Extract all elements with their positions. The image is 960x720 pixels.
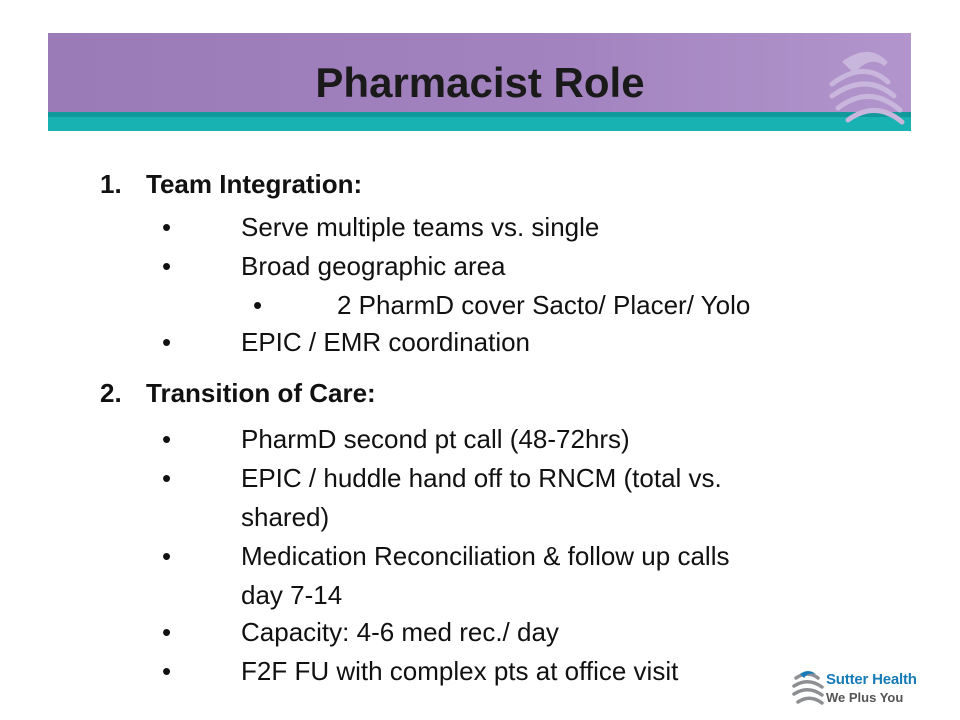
bullet-text: Capacity: 4-6 med rec./ day [241,617,559,647]
bullet-text: EPIC / EMR coordination [241,327,531,357]
bullet-icon: • [162,617,172,647]
slide-title: Pharmacist Role [315,59,645,106]
bullet-text: Serve multiple teams vs. single [241,212,600,242]
section-heading: Team Integration: [146,169,363,199]
section-heading: Transition of Care: [146,378,376,408]
bullet-icon: • [162,327,172,357]
bullet-icon: • [162,541,172,571]
bullet-icon: • [162,212,172,242]
sutter-health-footer-logo-icon [792,671,824,705]
brand-tagline: We Plus You [826,690,904,705]
bullet-icon: • [253,290,263,320]
bullet-text: shared) [241,502,330,532]
bullet-text: PharmD second pt call (48-72hrs) [241,424,630,454]
bullet-text: day 7-14 [241,580,343,610]
bullet-text: F2F FU with complex pts at office visit [241,656,679,686]
bullet-icon: • [162,656,172,686]
bullet-icon: • [162,424,172,454]
bullet-text: Medication Reconciliation & follow up ca… [241,541,730,571]
section-number: 2. [100,378,122,408]
bullet-text: 2 PharmD cover Sacto/ Placer/ Yolo [337,290,751,320]
bullet-icon: • [162,251,172,281]
bullet-text: EPIC / huddle hand off to RNCM (total vs… [241,463,722,493]
title-banner-accent-bar [48,112,911,131]
section-number: 1. [100,169,122,199]
bullet-icon: • [162,463,172,493]
sutter-health-logo-icon [829,52,905,125]
bullet-text: Broad geographic area [241,251,506,281]
brand-name: Sutter Health [826,671,917,688]
